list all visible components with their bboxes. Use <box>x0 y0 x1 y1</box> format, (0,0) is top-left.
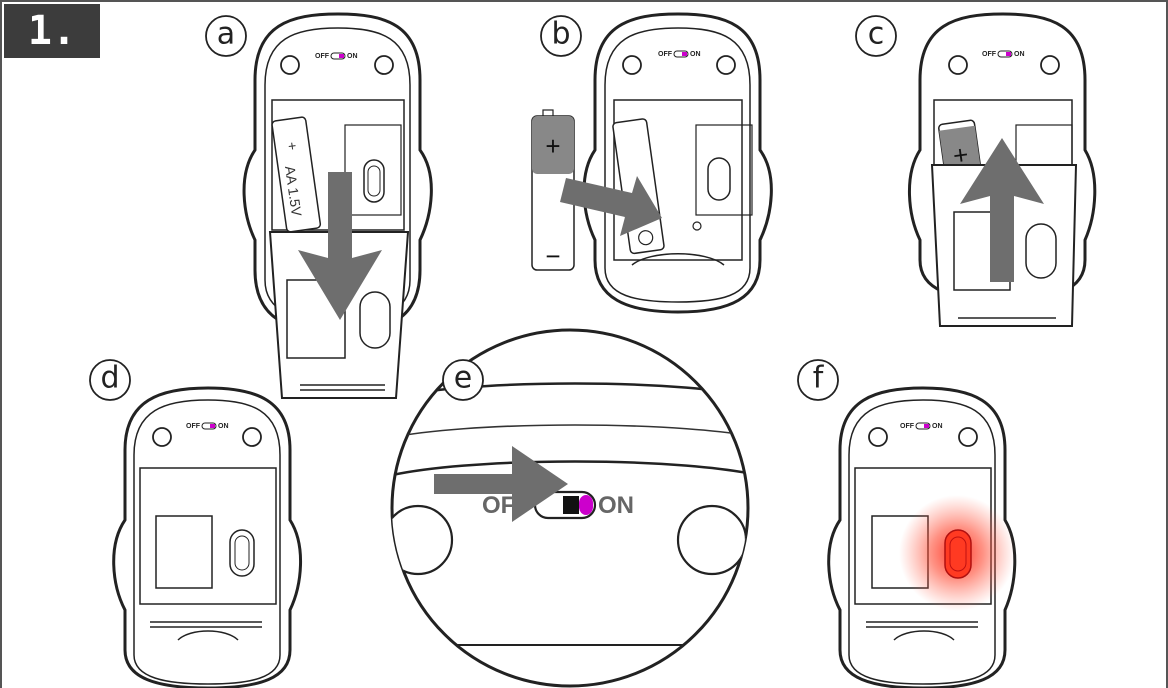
battery-plus-a: + <box>287 137 297 154</box>
panel-e-badge <box>442 359 484 401</box>
step-number-badge: 1. <box>4 4 100 58</box>
mouse-d: OFF ON <box>112 386 302 688</box>
switch-on-label-d: ON <box>218 423 229 430</box>
panel-b-badge <box>540 15 582 57</box>
panel-d: d OFF ON <box>89 359 302 688</box>
battery-plus-c: + <box>951 139 970 171</box>
panel-c: c OFF ON + <box>855 12 1097 327</box>
switch-off-label-b: OFF <box>658 51 673 58</box>
switch-off-label-f: OFF <box>900 423 915 430</box>
panel-e-label: e <box>454 361 472 396</box>
panel-b-label: b <box>551 17 570 52</box>
switch-off-label-a: OFF <box>315 53 330 60</box>
switch-off-label-d: OFF <box>186 423 201 430</box>
arrow-insert-icon <box>560 176 662 236</box>
panel-c-label: c <box>868 17 885 52</box>
panel-c-badge <box>855 15 897 57</box>
battery-plus-b: + <box>545 131 560 161</box>
arrow-down-icon <box>298 172 382 320</box>
panel-b: b + − OFF ON <box>531 12 773 314</box>
switch-on-label-f: ON <box>932 423 943 430</box>
switch-on-label-b: ON <box>690 51 701 58</box>
panel-a-label: a <box>217 17 235 52</box>
battery-spec-a: AA 1.5V <box>282 165 305 218</box>
panel-f-label: f <box>813 361 825 396</box>
arrow-right-icon <box>434 446 568 522</box>
panel-a: a OFF ON + AA 1.5V <box>205 12 433 399</box>
panel-f-badge <box>797 359 839 401</box>
panel-e: OFF ON e <box>390 328 750 688</box>
panel-a-badge <box>205 15 247 57</box>
arrow-up-icon <box>960 138 1044 282</box>
switch-off-label-c: OFF <box>982 51 997 58</box>
mouse-b: OFF ON <box>582 12 773 314</box>
loose-battery: + − <box>531 109 575 271</box>
panel-d-badge <box>89 359 131 401</box>
panel-f: f OFF ON <box>797 359 1017 688</box>
switch-on-label-e: ON <box>598 492 634 519</box>
switch-on-label-a: ON <box>347 53 358 60</box>
switch-on-label-c: ON <box>1014 51 1025 58</box>
panel-d-label: d <box>100 361 119 396</box>
battery-minus-b: − <box>545 241 560 271</box>
optical-sensor <box>944 529 972 579</box>
